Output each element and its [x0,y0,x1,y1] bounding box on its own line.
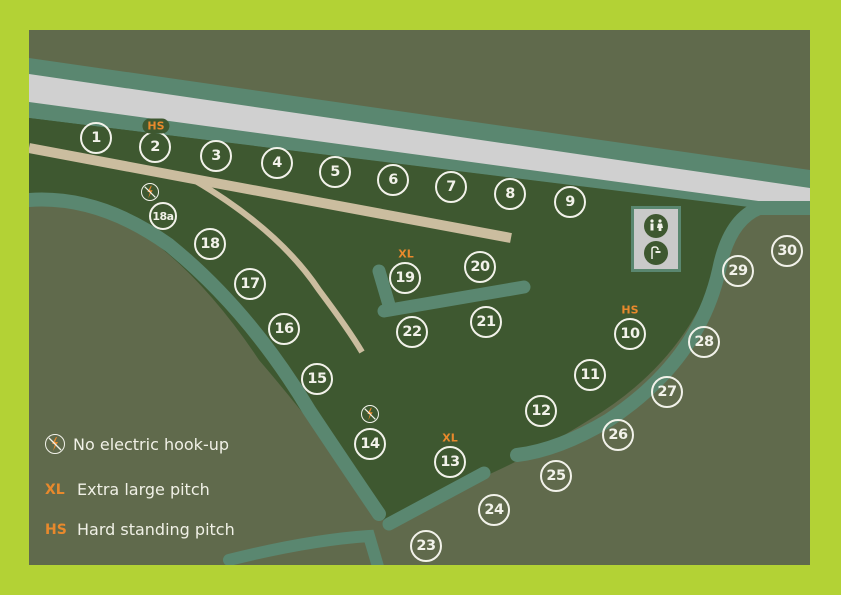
left-hedge [29,192,386,521]
no-electric-icon [361,405,379,423]
pitch-tag-xl: XL [398,247,414,261]
legend-label: Hard standing pitch [77,520,235,539]
no-electric-icon [45,434,65,454]
legend-xl: XL Extra large pitch [45,480,210,499]
legend-label: Extra large pitch [77,480,210,499]
pitch-5[interactable]: 5 [319,156,351,188]
pitch-30[interactable]: 30 [771,235,803,267]
pitch-tag-hs: HS [142,118,170,134]
pitch-13[interactable]: 13 [434,446,466,478]
branch-track [192,177,365,354]
pitch-tag-hs: HS [621,303,639,317]
right-hedge [510,201,810,462]
pitch-1[interactable]: 1 [80,122,112,154]
pitch-7[interactable]: 7 [435,171,467,203]
pitch-18a[interactable]: 18a [149,202,177,230]
legend-hs: HS Hard standing pitch [45,520,235,539]
pitch-27[interactable]: 27 [651,376,683,408]
road [29,74,810,208]
pitch-9[interactable]: 9 [554,186,586,218]
shower-icon [644,241,668,265]
pitch-12[interactable]: 12 [525,395,557,427]
pitch-20[interactable]: 20 [464,251,496,283]
pitch-25[interactable]: 25 [540,460,572,492]
bottom-hedge-1 [382,466,491,531]
pitch-10[interactable]: 10 [614,318,646,350]
pitch-28[interactable]: 28 [688,326,720,358]
hs-key: HS [45,521,67,538]
toilets-icon [644,214,668,238]
pitch-14[interactable]: 14 [354,428,386,460]
pitch-15[interactable]: 15 [301,363,333,395]
pitch-3[interactable]: 3 [200,140,232,172]
pitch-22[interactable]: 22 [396,316,428,348]
pitch-tag-xl: XL [442,431,458,445]
pitch-21[interactable]: 21 [470,306,502,338]
pitch-18[interactable]: 18 [194,228,226,260]
bottom-left-hedge [223,529,384,565]
legend-no-electric: No electric hook-up [45,434,229,454]
pitch-23[interactable]: 23 [410,530,442,562]
pitch-8[interactable]: 8 [494,178,526,210]
legend-label: No electric hook-up [73,434,230,454]
facilities-block[interactable] [631,206,681,272]
pitch-11[interactable]: 11 [574,359,606,391]
no-electric-icon [141,183,159,201]
pitch-29[interactable]: 29 [722,255,754,287]
pitch-6[interactable]: 6 [377,164,409,196]
pitch-2[interactable]: 2 [139,131,171,163]
inner-hedge [372,264,531,318]
pitch-26[interactable]: 26 [602,419,634,451]
xl-key: XL [45,481,65,498]
pitch-19[interactable]: 19 [389,262,421,294]
pitch-16[interactable]: 16 [268,313,300,345]
pitch-24[interactable]: 24 [478,494,510,526]
pitch-17[interactable]: 17 [234,268,266,300]
pitch-4[interactable]: 4 [261,147,293,179]
